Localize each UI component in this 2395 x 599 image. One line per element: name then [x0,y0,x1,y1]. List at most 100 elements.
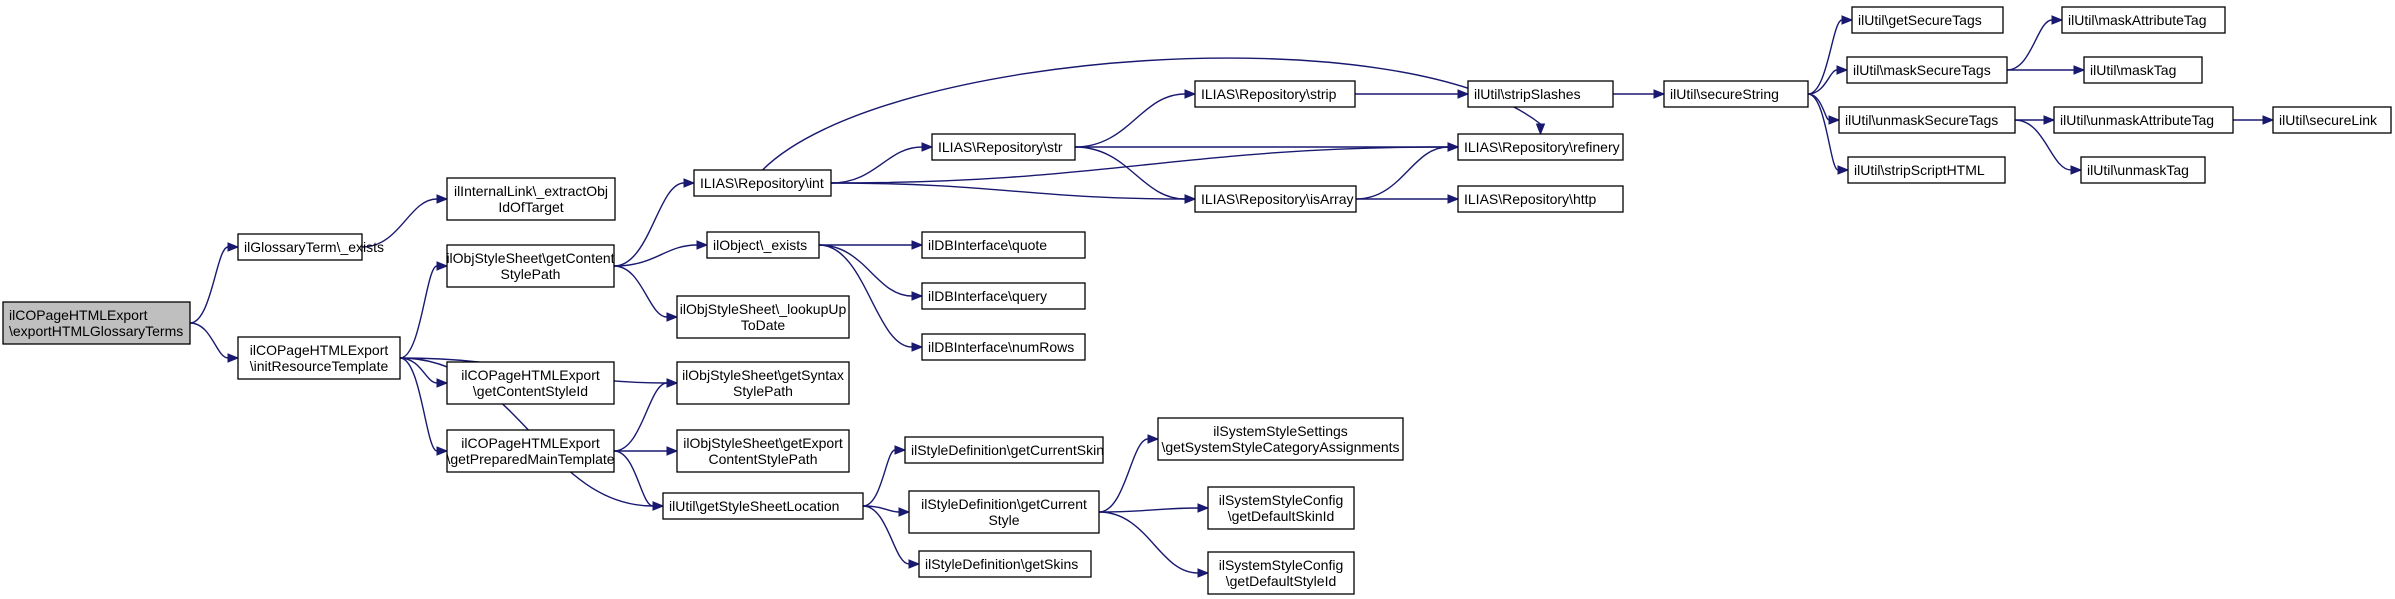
node-query[interactable]: ilDBInterface\query [921,282,1086,310]
node-label-line: ilObjStyleSheet\getSyntax [682,367,844,383]
node-http[interactable]: ILIAS\Repository\http [1457,185,1624,213]
node-getPreparedMain[interactable]: ilCOPageHTMLExport\getPreparedMainTempla… [446,429,615,473]
node-getStyleSheetLoc[interactable]: ilUtil\getStyleSheetLocation [662,492,864,520]
edge-getContentStylePath-to-repoInt [613,178,696,267]
node-label-line: ilUtil\maskTag [2090,62,2176,78]
node-box [1467,80,1614,108]
node-repoStr[interactable]: ILIAS\Repository\str [931,133,1076,161]
node-label-line: ilCOPageHTMLExport [461,367,600,383]
node-box [1457,185,1624,213]
node-getContentStyleId[interactable]: ilCOPageHTMLExport\getContentStyleId [446,361,615,405]
edge-repoInt-arc-to-refinery [762,57,1546,171]
edge-line [830,146,923,184]
edge-line [361,198,438,248]
node-stripScriptHTML[interactable]: ilUtil\stripScriptHTML [1847,156,2006,184]
edge-line [189,246,229,324]
node-label-line: StylePath [501,266,561,282]
node-label-line: ilUtil\unmaskSecureTags [1845,112,1998,128]
edge-line [399,265,438,359]
node-label-line: ILIAS\Repository\strip [1201,86,1337,102]
edge-line [2006,19,2053,71]
node-secureLink[interactable]: ilUtil\secureLink [2272,106,2392,134]
edge-repoStrip-to-stripSlashes [1355,89,1470,99]
node-label-line: ilCOPageHTMLExport [461,435,600,451]
node-numRows[interactable]: ilDBInterface\numRows [921,333,1086,361]
edge-arrowhead [2043,115,2056,125]
node-label-line: ilStyleDefinition\getCurrent [921,496,1087,512]
node-getCurrentSkin[interactable]: ilStyleDefinition\getCurrentSkin [904,436,1104,464]
node-label-line: ILIAS\Repository\str [938,139,1063,155]
node-label-line: ILIAS\Repository\http [1464,191,1597,207]
node-repoStrip[interactable]: ILIAS\Repository\strip [1194,80,1356,108]
node-refinery[interactable]: ILIAS\Repository\refinery [1457,133,1624,161]
edge-arrowhead [894,445,907,455]
node-label-line: ilCOPageHTMLExport [9,307,148,323]
node-sysStyleSettings[interactable]: ilSystemStyleSettings\getSystemStyleCate… [1157,417,1404,461]
edge-arrowhead [436,378,449,388]
edge-arrowhead [2070,165,2083,175]
node-box [1851,6,2004,34]
node-box [237,336,401,380]
node-label-line: ILIAS\Repository\isArray [1201,191,1354,207]
node-box [446,361,615,405]
node-label-line: Style [988,512,1019,528]
node-box [676,429,850,473]
edge-arrowhead [1836,65,1849,75]
node-label-line: \exportHTMLGlossaryTerms [9,323,183,339]
edge-getCurrentStyle-to-sysStyleSettings [1098,434,1160,513]
edge-arrowhead [1197,503,1210,513]
edge-unmaskSecureTags-to-unmaskTag [2014,119,2083,175]
node-maskTag[interactable]: ilUtil\maskTag [2083,56,2203,84]
node-defaultSkinId[interactable]: ilSystemStyleConfig\getDefaultSkinId [1207,486,1355,530]
edge-line [762,57,1541,171]
node-getSecureTags[interactable]: ilUtil\getSecureTags [1851,6,2004,34]
node-defaultStyleId[interactable]: ilSystemStyleConfig\getDefaultStyleId [1207,551,1355,595]
node-label-line: ilDBInterface\query [928,288,1047,304]
node-maskSecureTags[interactable]: ilUtil\maskSecureTags [1846,56,2008,84]
node-repoInt[interactable]: ILIAS\Repository\int [693,169,832,197]
node-box [1838,106,2016,134]
node-initResource[interactable]: ilCOPageHTMLExport\initResourceTemplate [237,336,401,380]
node-label-line: ilUtil\stripSlashes [1474,86,1581,102]
node-box [2083,56,2203,84]
node-getExportPath[interactable]: ilObjStyleSheet\getExportContentStylePat… [676,429,850,473]
edge-arrowhead [666,446,679,456]
node-label-line: ilObject\_exists [713,237,807,253]
edge-line [818,244,913,348]
edge-repoInt-to-repoIsArray [830,182,1197,204]
node-unmaskSecureTags[interactable]: ilUtil\unmaskSecureTags [1838,106,2016,134]
edge-arrowhead [1535,123,1546,136]
node-quote[interactable]: ilDBInterface\quote [921,231,1086,259]
node-unmaskTag[interactable]: ilUtil\unmaskTag [2080,156,2206,184]
node-box [1157,417,1404,461]
node-box [2,301,191,345]
node-label-line: ilObjStyleSheet\_lookupUp [680,301,847,317]
node-box [676,361,850,405]
node-objExists[interactable]: ilObject\_exists [706,231,820,259]
node-maskAttributeTag[interactable]: ilUtil\maskAttributeTag [2061,6,2226,34]
node-getSkins[interactable]: ilStyleDefinition\getSkins [918,550,1092,578]
edge-arrowhead [898,507,911,517]
node-stripSlashes[interactable]: ilUtil\stripSlashes [1467,80,1614,108]
edge-line [613,450,654,507]
node-box [1847,156,2006,184]
node-label-line: \getSystemStyleCategoryAssignments [1161,439,1399,455]
edge-arrowhead [2073,65,2086,75]
node-unmaskAttributeTag[interactable]: ilUtil\unmaskAttributeTag [2053,106,2234,134]
node-glossaryExists[interactable]: ilGlossaryTerm\_exists [237,233,384,261]
node-secureString[interactable]: ilUtil\secureString [1663,80,1809,108]
node-label-line: ilUtil\unmaskAttributeTag [2060,112,2214,128]
node-box [921,282,1086,310]
node-root[interactable]: ilCOPageHTMLExport\exportHTMLGlossaryTer… [2,301,191,345]
node-repoIsArray[interactable]: ILIAS\Repository\isArray [1194,185,1357,213]
node-label-line: ilStyleDefinition\getCurrentSkin [911,442,1104,458]
node-box [2272,106,2392,134]
node-box [1194,185,1357,213]
node-label-line: ilUtil\maskSecureTags [1853,62,1991,78]
